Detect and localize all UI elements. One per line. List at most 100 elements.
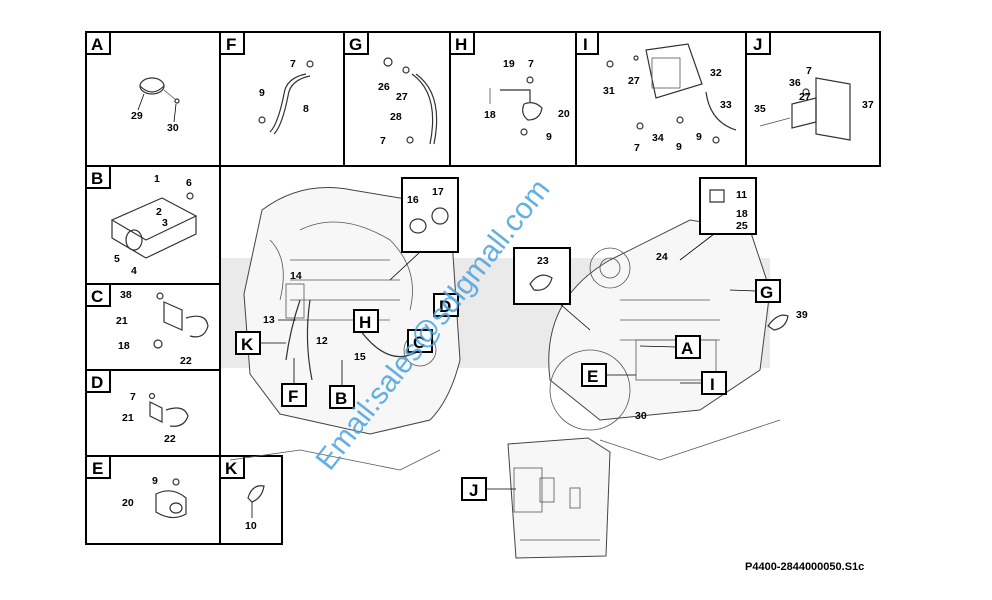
panel-d-label: D [91, 373, 103, 392]
callout-6: 6 [186, 177, 192, 189]
callout-12: 12 [316, 335, 328, 347]
panel-k: K 10 [219, 455, 283, 545]
callout-34: 34 [652, 132, 664, 144]
panel-f-label: F [226, 35, 236, 54]
callout-33: 33 [720, 99, 732, 111]
panel-i: I 31 27 32 33 34 7 9 9 [575, 31, 747, 167]
callout-27-i: 27 [628, 75, 640, 87]
callout-18-c: 18 [118, 340, 130, 352]
callout-7: 7 [290, 58, 296, 70]
callout-28: 28 [390, 111, 402, 123]
right-tag-e: E [581, 363, 636, 387]
callout-20-h: 20 [558, 108, 570, 120]
panel-h: H 19 7 18 20 9 [449, 31, 577, 167]
callout-7-g: 7 [380, 135, 386, 147]
ecu-module-part [645, 43, 703, 99]
callout-9-i2: 9 [696, 131, 702, 143]
callout-23: 23 [537, 255, 549, 267]
left-tag-k: K [235, 331, 286, 355]
cable-tie-part [247, 485, 265, 503]
callout-9-h: 9 [546, 131, 552, 143]
left-tag-b: B [329, 360, 355, 409]
callout-2: 2 [156, 206, 162, 218]
panel-i-label: I [583, 35, 588, 54]
svg-text:F: F [288, 387, 298, 406]
panel-e: E 9 20 [85, 455, 221, 545]
svg-text:B: B [335, 389, 347, 408]
bracket-part-e [155, 490, 187, 519]
panel-b: B 1 6 2 3 5 4 [85, 165, 221, 285]
panel-g-label: G [349, 35, 362, 54]
drawing-reference: P4400-2844000050.S1c [745, 561, 864, 573]
callout-30: 30 [167, 122, 179, 134]
callout-7-h: 7 [528, 58, 534, 70]
callout-27: 27 [396, 91, 408, 103]
svg-text:G: G [760, 283, 773, 302]
callout-3: 3 [162, 217, 168, 229]
panel-e-label: E [92, 459, 103, 478]
panel-j: J 7 36 27 35 37 [745, 31, 881, 167]
callout-7-d: 7 [130, 391, 136, 403]
callout-10: 10 [245, 520, 257, 532]
callout-9: 9 [259, 87, 265, 99]
callout-30-r: 30 [635, 410, 647, 422]
callout-9-i: 9 [676, 141, 682, 153]
inset-16-17: 16 17 [389, 177, 459, 281]
panel-k-label: K [225, 459, 238, 478]
callout-29: 29 [131, 110, 143, 122]
panel-g: G 26 27 28 7 [343, 31, 451, 167]
svg-text:J: J [469, 481, 478, 500]
bottom-tag-j: J [461, 477, 516, 501]
inset-11-18-25: 11 18 25 [679, 177, 757, 261]
panel-h-label: H [455, 35, 467, 54]
callout-1: 1 [154, 173, 160, 185]
clip-part-c [163, 301, 183, 331]
callout-36: 36 [789, 77, 801, 89]
callout-13: 13 [263, 314, 275, 326]
svg-text:K: K [241, 335, 254, 354]
panel-a: A 29 30 [85, 31, 221, 167]
panel-d: D 7 21 22 [85, 369, 221, 457]
svg-text:C: C [413, 333, 425, 352]
callout-31: 31 [603, 85, 615, 97]
callout-15: 15 [354, 351, 366, 363]
cable-part [269, 73, 307, 133]
callout-5: 5 [114, 253, 120, 265]
svg-text:I: I [710, 375, 715, 394]
panel-c-label: C [91, 287, 103, 306]
callout-11: 11 [736, 189, 747, 201]
callout-22-d: 22 [164, 433, 176, 445]
cable-part-g [411, 73, 434, 145]
callout-14: 14 [290, 270, 302, 282]
right-tag-a: A [639, 335, 701, 359]
panel-f: F 7 9 8 [219, 31, 345, 167]
left-tag-c: C [407, 329, 433, 353]
svg-text:D: D [439, 297, 451, 316]
callout-9-e: 9 [152, 475, 158, 487]
panel-b-label: B [91, 169, 103, 188]
callout-7-j: 7 [806, 65, 812, 77]
svg-text:H: H [359, 313, 371, 332]
harness-part-i [705, 91, 737, 131]
callout-18-r: 18 [736, 208, 748, 220]
callout-24: 24 [656, 251, 668, 263]
inset-23: 23 [513, 247, 591, 331]
left-tag-f: F [281, 358, 307, 407]
callout-32: 32 [710, 67, 722, 79]
callout-26: 26 [378, 81, 390, 93]
callout-20-e: 20 [122, 497, 134, 509]
callout-37: 37 [862, 99, 874, 111]
callout-39: 39 [796, 309, 808, 321]
panel-j-label: J [753, 35, 762, 54]
callout-8: 8 [303, 103, 309, 115]
callout-27-j: 27 [799, 91, 811, 103]
left-tag-d: D [433, 293, 459, 317]
panel-c: C 38 21 18 22 [85, 283, 221, 371]
callout-21-c: 21 [116, 315, 128, 327]
svg-text:A: A [681, 339, 693, 358]
callout-38: 38 [120, 289, 132, 301]
panel-a-label: A [91, 35, 103, 54]
callout-25: 25 [736, 220, 748, 232]
grommet-part-edge [139, 85, 165, 93]
